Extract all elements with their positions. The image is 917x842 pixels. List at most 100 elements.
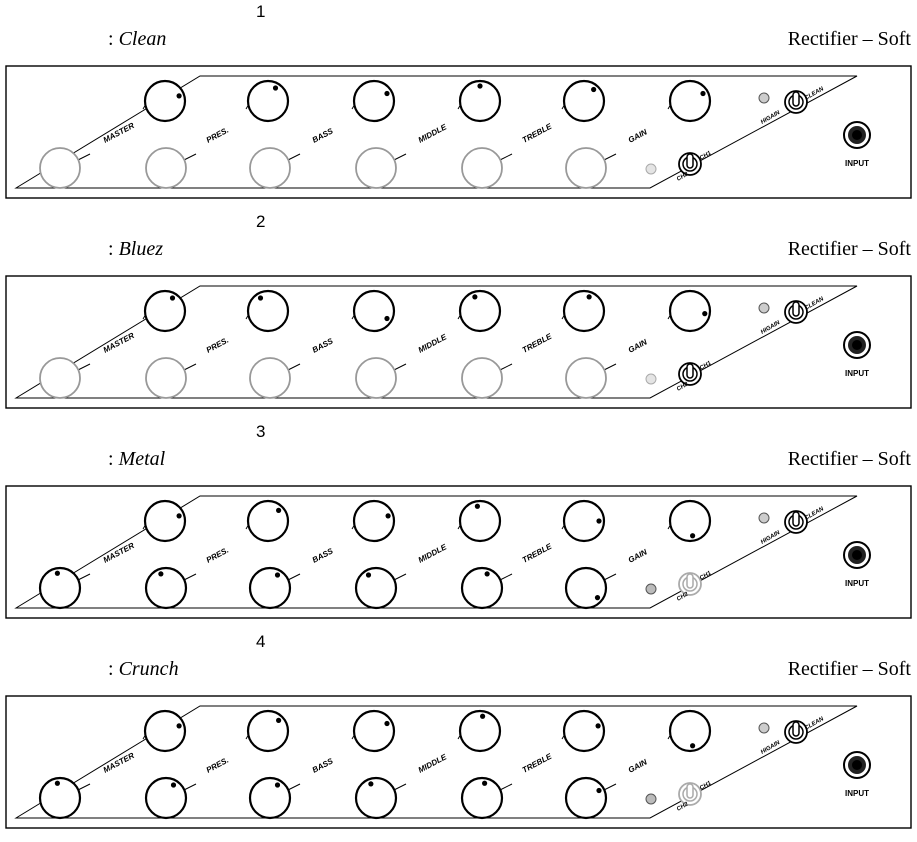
knob-pointer (477, 83, 483, 89)
knob-pointer (702, 311, 708, 317)
ch1-knob-gain[interactable] (668, 289, 712, 333)
ch1-knob-gain[interactable] (668, 709, 712, 753)
ch2-knob-gain[interactable] (565, 357, 607, 399)
channel-toggle-switch[interactable] (678, 782, 702, 806)
setting-name-text: Bluez (118, 238, 163, 260)
knob-pointer (591, 86, 597, 93)
input-jack[interactable] (843, 121, 871, 149)
ch2-knob-middle[interactable] (354, 776, 398, 820)
ch2-knob-middle[interactable] (354, 566, 398, 610)
ch2-knob-pres[interactable] (145, 357, 187, 399)
knob-lead-line (183, 363, 197, 371)
setting-name-text: Crunch (118, 658, 179, 680)
knob-pointer (690, 533, 696, 539)
knob-lead-line (287, 573, 301, 581)
ch1-knob-master[interactable] (143, 289, 187, 333)
knob-pointer (700, 90, 706, 97)
ch2-knob-pres[interactable] (144, 776, 188, 820)
ch1-knob-treble[interactable] (562, 709, 606, 753)
ch2-knob-master[interactable] (38, 776, 82, 820)
knob-pointer (169, 295, 176, 301)
knob-label: PRES. (205, 756, 230, 775)
ch1-knob-gain[interactable] (668, 499, 712, 543)
mode-toggle-switch[interactable] (784, 300, 808, 324)
knob-lead-line (183, 573, 197, 581)
mode-toggle-switch[interactable] (784, 90, 808, 114)
ch2-knob-master[interactable] (39, 147, 81, 189)
channel-divider (14, 705, 858, 819)
knob-label: BASS (311, 336, 335, 355)
ch1-knob-middle[interactable] (458, 289, 502, 333)
ch2-knob-treble[interactable] (461, 357, 503, 399)
ch1-knob-treble[interactable] (562, 289, 606, 333)
ch1-knob-middle[interactable] (458, 499, 502, 543)
ch2-knob-master[interactable] (38, 566, 82, 610)
switch-label: CH2 (676, 381, 690, 393)
mode-toggle-switch[interactable] (784, 510, 808, 534)
knob-lead-line (287, 783, 301, 791)
knob-pointer (596, 518, 602, 524)
mode-toggle-switch[interactable] (784, 720, 808, 744)
setting-name-prefix: : (108, 448, 119, 470)
ch2-knob-gain[interactable] (564, 566, 608, 610)
ch1-knob-pres[interactable] (246, 289, 290, 333)
switch-label: CH1 (699, 360, 713, 372)
ch2-knob-treble[interactable] (461, 147, 503, 189)
knob-pointer (690, 743, 696, 749)
ch1-knob-bass[interactable] (352, 289, 396, 333)
ch2-knob-pres[interactable] (145, 147, 187, 189)
ch1-knob-pres[interactable] (246, 499, 290, 543)
knob-lead-line (603, 153, 617, 161)
setting-name: : Clean (108, 28, 166, 51)
knob-label: GAIN (627, 127, 649, 144)
ch2-knob-pres[interactable] (144, 566, 188, 610)
ch2-knob-gain[interactable] (564, 776, 608, 820)
ch2-knob-master[interactable] (39, 357, 81, 399)
ch2-knob-treble[interactable] (460, 566, 504, 610)
ch2-knob-bass[interactable] (249, 147, 291, 189)
knob-label: TREBLE (521, 541, 554, 564)
knob-lead-line (183, 783, 197, 791)
input-jack[interactable] (843, 751, 871, 779)
ch1-knob-gain[interactable] (668, 79, 712, 123)
panel-border (5, 275, 912, 409)
setting-name-prefix: : (108, 238, 119, 260)
ch1-knob-middle[interactable] (458, 709, 502, 753)
ch2-knob-middle[interactable] (355, 357, 397, 399)
ch2-knob-bass[interactable] (248, 566, 292, 610)
ch2-knob-bass[interactable] (248, 776, 292, 820)
ch1-knob-master[interactable] (143, 79, 187, 123)
ch1-knob-bass[interactable] (352, 709, 396, 753)
knob-pointer (276, 717, 282, 723)
knob-lead-line (77, 783, 91, 791)
ch2-knob-bass[interactable] (249, 357, 291, 399)
ch2-knob-gain[interactable] (565, 147, 607, 189)
input-jack[interactable] (843, 541, 871, 569)
ch1-knob-treble[interactable] (562, 79, 606, 123)
knob-lead-line (393, 153, 407, 161)
channel-toggle-switch[interactable] (678, 362, 702, 386)
ch1-knob-treble[interactable] (562, 499, 606, 543)
switch-label: HIGAIN (760, 530, 782, 546)
ch1-knob-master[interactable] (143, 709, 187, 753)
ch1-knob-master[interactable] (143, 499, 187, 543)
knob-pointer (54, 570, 60, 576)
ch1-knob-middle[interactable] (458, 79, 502, 123)
setting-name: : Crunch (108, 658, 179, 681)
channel-toggle-switch[interactable] (678, 572, 702, 596)
setting-name-text: Clean (118, 28, 167, 50)
input-jack[interactable] (843, 331, 871, 359)
channel-led (645, 583, 657, 595)
ch1-knob-pres[interactable] (246, 79, 290, 123)
ch1-knob-bass[interactable] (352, 499, 396, 543)
ch2-knob-treble[interactable] (460, 776, 504, 820)
channel-toggle-switch[interactable] (678, 152, 702, 176)
ch2-knob-middle[interactable] (355, 147, 397, 189)
knob-lead-line (183, 153, 197, 161)
switch-label: CH2 (676, 171, 690, 183)
knob-label: PRES. (205, 546, 230, 565)
knob-label: PRES. (205, 126, 230, 145)
ch1-knob-bass[interactable] (352, 79, 396, 123)
ch1-knob-pres[interactable] (246, 709, 290, 753)
